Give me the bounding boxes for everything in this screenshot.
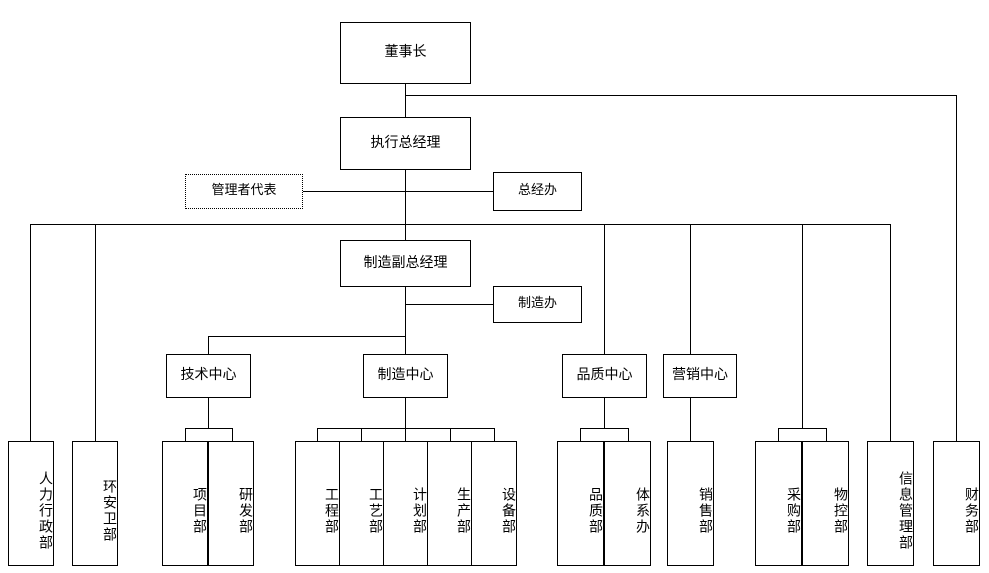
line-mfgvicegm-to-mfgoffice [405, 304, 493, 305]
dept-system-office-label: 体系办 [634, 486, 650, 535]
line-bus-drop-infomgmt [890, 224, 891, 441]
line-purchasing-bus [778, 428, 826, 429]
line-bus-drop-purchasing [802, 224, 803, 428]
dept-purchasing-label: 采购部 [785, 486, 801, 535]
node-management-representative[interactable]: 管理者代表 [185, 174, 303, 209]
dept-quality-label: 品质部 [587, 486, 603, 535]
node-sales-center-label: 营销中心 [672, 367, 728, 384]
dept-finance[interactable]: 财务部 [933, 441, 980, 566]
dept-planning-label: 计划部 [411, 486, 427, 535]
node-manufacturing-vice-gm[interactable]: 制造副总经理 [340, 240, 471, 287]
line-center-bus [208, 336, 405, 337]
dept-sales[interactable]: 销售部 [667, 441, 714, 566]
dept-production[interactable]: 生产部 [427, 441, 472, 566]
line-drop-purchasing2 [778, 428, 779, 441]
line-drop-rnd [232, 428, 233, 441]
dept-sales-label: 销售部 [697, 486, 713, 535]
dept-production-label: 生产部 [455, 486, 471, 535]
dept-planning[interactable]: 计划部 [383, 441, 428, 566]
line-mgmtrep-to-gmoffice [303, 191, 493, 192]
line-mfgcenter-down [405, 398, 406, 428]
line-mfgvicegm-down [405, 287, 406, 354]
dept-system-office[interactable]: 体系办 [604, 441, 651, 566]
line-execgm-down [405, 170, 406, 266]
node-manufacturing-office-label: 制造办 [517, 296, 557, 312]
dept-material-control[interactable]: 物控部 [802, 441, 849, 566]
line-drop-tech-center [208, 336, 209, 354]
line-bus-drop-ehs [95, 224, 96, 441]
dept-project-label: 项目部 [191, 486, 207, 535]
node-manufacturing-center-label: 制造中心 [377, 367, 434, 384]
node-manufacturing-office[interactable]: 制造办 [493, 286, 582, 323]
line-qualitycenter-down [604, 398, 605, 428]
line-techcenter-down [208, 398, 209, 428]
node-chairman-label: 董事长 [384, 44, 427, 61]
dept-rnd[interactable]: 研发部 [208, 441, 254, 566]
line-finance-drop [956, 95, 957, 441]
dept-hr-admin-label: 人力行政部 [37, 470, 53, 551]
node-gm-office[interactable]: 总经办 [493, 172, 582, 211]
dept-finance-label: 财务部 [963, 486, 979, 535]
node-quality-center[interactable]: 品质中心 [562, 354, 647, 398]
dept-material-control-label: 物控部 [832, 486, 848, 535]
node-quality-center-label: 品质中心 [576, 367, 633, 384]
line-salescenter-down [690, 398, 691, 441]
dept-process[interactable]: 工艺部 [339, 441, 384, 566]
node-technology-center-label: 技术中心 [180, 367, 237, 384]
line-chairman-right [405, 95, 956, 96]
dept-rnd-label: 研发部 [237, 486, 253, 535]
dept-project[interactable]: 项目部 [162, 441, 208, 566]
dept-ehs-label: 环安卫部 [101, 478, 117, 543]
line-qualitycenter-bus [580, 428, 628, 429]
dept-process-label: 工艺部 [367, 486, 383, 535]
dept-ehs[interactable]: 环安卫部 [72, 441, 118, 566]
line-drop-planning [405, 428, 406, 441]
dept-info-management[interactable]: 信息管理部 [867, 441, 914, 566]
line-drop-process [361, 428, 362, 441]
line-drop-system [628, 428, 629, 441]
node-management-representative-label: 管理者代表 [211, 183, 277, 199]
node-sales-center[interactable]: 营销中心 [663, 354, 737, 398]
dept-quality[interactable]: 品质部 [557, 441, 604, 566]
node-chairman[interactable]: 董事长 [340, 22, 471, 84]
line-main-bus [30, 224, 890, 225]
node-exec-gm[interactable]: 执行总经理 [340, 117, 471, 170]
dept-purchasing[interactable]: 采购部 [755, 441, 802, 566]
line-drop-equipment [494, 428, 495, 441]
line-drop-production [450, 428, 451, 441]
line-bus-drop-hr [30, 224, 31, 441]
dept-info-management-label: 信息管理部 [897, 470, 913, 551]
dept-equipment[interactable]: 设备部 [471, 441, 517, 566]
line-drop-engineering [317, 428, 318, 441]
node-exec-gm-label: 执行总经理 [370, 134, 441, 151]
line-drop-quality [580, 428, 581, 441]
node-manufacturing-center[interactable]: 制造中心 [363, 354, 448, 398]
dept-hr-admin[interactable]: 人力行政部 [8, 441, 54, 566]
node-technology-center[interactable]: 技术中心 [166, 354, 251, 398]
line-bus-drop-sales-center [690, 224, 691, 354]
node-gm-office-label: 总经办 [517, 183, 557, 199]
dept-engineering-label: 工程部 [323, 486, 339, 535]
line-drop-material [826, 428, 827, 441]
line-techcenter-bus [185, 428, 232, 429]
line-drop-project [185, 428, 186, 441]
node-manufacturing-vice-gm-label: 制造副总经理 [363, 254, 448, 271]
line-chairman-down [405, 84, 406, 144]
dept-engineering[interactable]: 工程部 [295, 441, 340, 566]
line-bus-drop-quality-center [604, 224, 605, 354]
dept-equipment-label: 设备部 [500, 486, 516, 535]
